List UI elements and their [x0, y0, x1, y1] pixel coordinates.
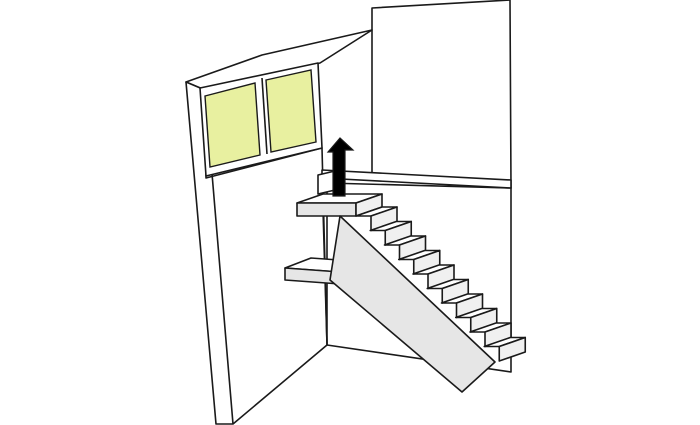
window-pane-right: [265, 69, 317, 153]
stair-riser: [498, 336, 527, 362]
back-wall-upper: [371, 0, 512, 189]
window-mullion: [261, 77, 268, 155]
window-pane-left: [204, 82, 261, 168]
up-arrow-icon: [326, 137, 355, 197]
stair-steps: [355, 206, 527, 362]
stair-stringer: [329, 215, 496, 393]
upper-landing-front: [296, 202, 357, 217]
